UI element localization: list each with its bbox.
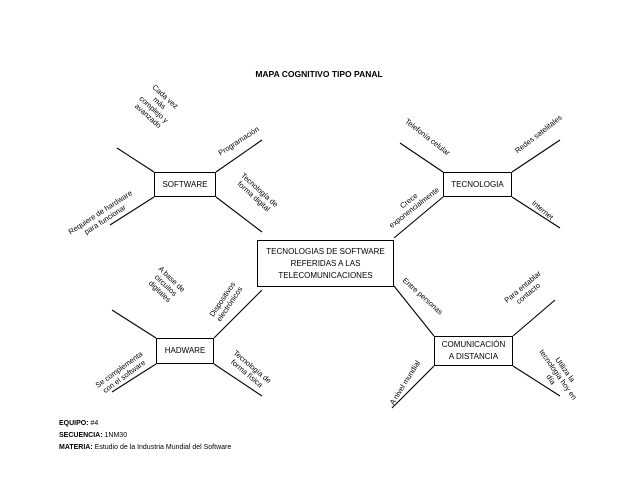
branch-label-line: Entre personas: [401, 276, 445, 317]
line-hadware-tl: [111, 309, 157, 339]
footer-secuencia-label: SECUENCIA:: [59, 432, 103, 439]
branch-tecnologia-1: Telefonía celular: [403, 117, 452, 158]
footer-equipo-label: EQUIPO:: [59, 420, 89, 427]
node-software-label: SOFTWARE: [162, 179, 208, 189]
branch-software-1: Cada vezmáscomplejo yavanzado: [132, 81, 182, 131]
footer-secuencia: SECUENCIA: 1NM30: [59, 432, 127, 439]
branch-label-line: Programación: [217, 124, 261, 157]
line-hadware-bl: [111, 363, 157, 393]
footer-materia-value: Estudio de la Industria Mundial del Soft…: [94, 444, 232, 451]
line-software-bl: [109, 196, 155, 226]
branch-hadware-2: Dispositivoselectrónicos: [207, 280, 244, 323]
node-software: SOFTWARE: [154, 172, 216, 197]
line-software-br: [215, 196, 263, 233]
line-software-tr: [215, 139, 263, 173]
branch-software-2: Programación: [217, 124, 261, 157]
line-comunicacion-tr: [512, 299, 556, 337]
branch-label-line: Redes satelitales: [513, 113, 564, 155]
node-comunicacion: COMUNICACIÓN A DISTANCIA: [434, 336, 513, 366]
branch-label-line: Internet: [530, 198, 556, 222]
line-hadware-br: [213, 363, 263, 397]
node-tecnologia-label: TECNOLOGIA: [451, 179, 504, 189]
center-line-1: TECNOLOGIAS DE SOFTWARE: [266, 246, 385, 256]
branch-comunicacion-2: Para entablarcontacto: [502, 269, 548, 312]
footer-secuencia-value: 1NM30: [104, 432, 128, 439]
footer-materia-label: MATERIA:: [59, 444, 93, 451]
line-tecnologia-tr: [511, 139, 561, 173]
line-hadware-tr: [213, 289, 263, 339]
line-software-tl: [116, 147, 155, 173]
center-line-3: TELECOMUNICACIONES: [278, 270, 373, 280]
line-tecnologia-tl: [399, 142, 444, 173]
node-hadware: HADWARE: [156, 338, 214, 364]
branch-hadware-4: Tecnología deforma física: [226, 348, 273, 392]
line-comunicacion-tl: [393, 285, 435, 337]
center-line-2: REFERIDAS A LAS: [290, 258, 361, 268]
node-comunicacion-line-1: COMUNICACIÓN: [441, 340, 506, 349]
branch-tecnologia-3: Creceexponencialmente: [382, 178, 441, 229]
branch-comunicacion-4: Utiliza latecnología hoy endía: [530, 343, 585, 407]
branch-comunicacion-1: Entre personas: [401, 276, 445, 317]
line-comunicacion-br: [512, 365, 561, 397]
node-tecnologia: TECNOLOGIA: [443, 172, 512, 197]
branch-software-3: Requiere de hardwarepara funcionar: [67, 188, 139, 243]
branch-label-line: Telefonía celular: [403, 117, 452, 158]
branch-software-4: Tecnología deforma digital: [233, 171, 279, 215]
branch-hadware-1: A base decircuitosdigitales: [145, 264, 187, 306]
line-comunicacion-bl: [391, 365, 435, 409]
node-comunicacion-line-2: A DISTANCIA: [448, 352, 499, 361]
line-tecnologia-bl: [393, 196, 444, 239]
branch-tecnologia-4: Internet: [530, 198, 556, 222]
node-hadware-label: HADWARE: [164, 346, 206, 355]
branch-tecnologia-2: Redes satelitales: [513, 113, 564, 155]
footer-equipo-value: #4: [90, 420, 99, 427]
page-title: MAPA COGNITIVO TIPO PANAL: [255, 69, 383, 79]
footer-materia: MATERIA: Estudio de la Industria Mundial…: [59, 444, 231, 451]
node-center: TECNOLOGIAS DE SOFTWARE REFERIDAS A LAS …: [257, 240, 394, 287]
footer-equipo: EQUIPO: #4: [59, 420, 98, 427]
line-tecnologia-br: [511, 196, 561, 229]
